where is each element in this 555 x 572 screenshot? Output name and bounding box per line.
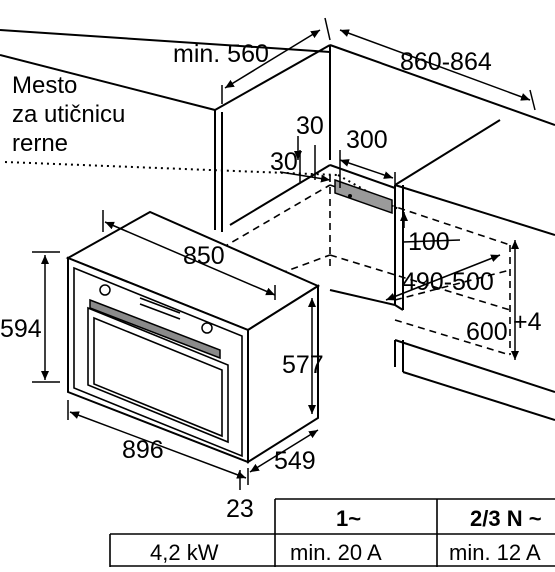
table-header-1phase: 1~ (336, 506, 361, 531)
socket-note-line1: Mesto (12, 72, 77, 99)
socket-area (334, 178, 393, 215)
table-cell-power: 4,2 kW (150, 540, 219, 565)
dim-oven-width: 896 (122, 436, 164, 464)
dim-oven-height: 594 (0, 315, 42, 343)
dim-socket-width: 300 (346, 126, 388, 154)
niche-dimension-lines (385, 239, 519, 360)
socket-dimension-lines (279, 136, 408, 228)
oven-knob-right (201, 322, 213, 334)
dim-cabinet-depth: min. 560 (173, 40, 269, 68)
table-cell-fuse-3phase: min. 12 A (449, 540, 541, 565)
dim-cabinet-width: 860-864 (400, 48, 492, 76)
cabinet-dimension-lines (221, 17, 536, 111)
connection-table (109, 498, 555, 567)
socket-note-line2: za utičnicu (12, 101, 125, 128)
dim-niche-height-tol: +4 (513, 308, 542, 336)
socket-note-line3: rerne (12, 130, 68, 157)
dim-niche-height: 600 (466, 318, 508, 346)
dim-socket-offset-side: 30 (270, 148, 298, 176)
oven-knob-left (99, 284, 111, 296)
dim-front-thickness: 23 (226, 495, 254, 523)
table-header-3phase: 2/3 N ~ (470, 506, 542, 531)
oven-dimension-lines (32, 210, 319, 490)
table-cell-fuse-1phase: min. 20 A (290, 540, 382, 565)
dim-socket-gap: 100 (408, 228, 450, 256)
dim-oven-inner-height: 577 (282, 351, 324, 379)
oven-handle (89, 298, 221, 360)
dim-niche-width: 490-500 (402, 268, 494, 296)
dim-oven-width-inner: 850 (183, 242, 225, 270)
socket-dot (348, 194, 352, 198)
dim-oven-depth: 549 (274, 447, 316, 475)
dim-socket-offset-top: 30 (296, 112, 324, 140)
